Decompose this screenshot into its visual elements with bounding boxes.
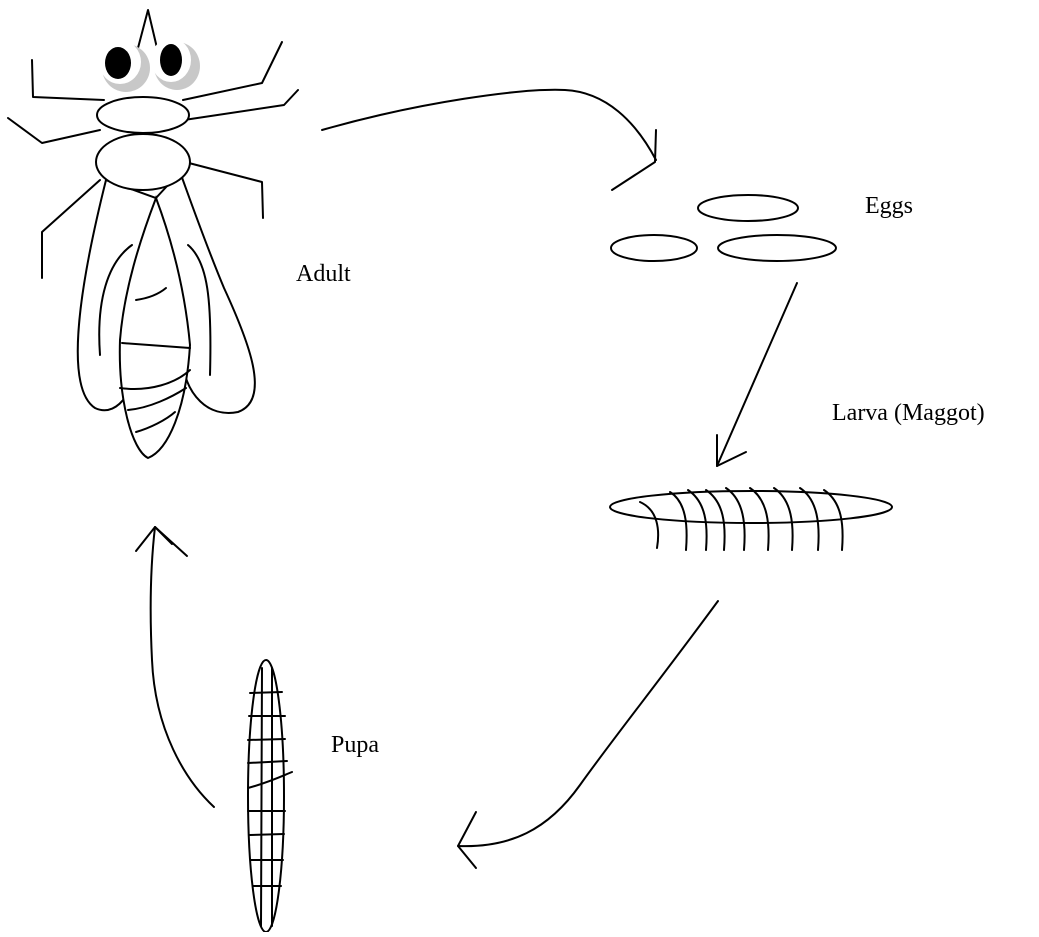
label-larva: Larva (Maggot) [832, 400, 985, 426]
fly-eyes [99, 38, 200, 92]
fly-leg [184, 90, 298, 120]
label-pupa: Pupa [331, 732, 379, 758]
pupa-segment [250, 692, 282, 693]
eggs [611, 195, 836, 261]
fly-leg [32, 60, 104, 100]
pupa [248, 660, 292, 932]
fly-leg [185, 162, 263, 218]
larva-body [610, 491, 892, 523]
label-adult: Adult [296, 261, 351, 287]
fly-pupil [105, 47, 131, 79]
arrow-head-icon [155, 527, 172, 544]
pupa-vertical-line [261, 668, 262, 926]
adult-fly [8, 10, 298, 458]
egg [611, 235, 697, 261]
fly-thorax [96, 134, 190, 190]
arrow-shaft [458, 601, 718, 846]
arrow-shaft [151, 527, 214, 807]
pupa-body [248, 660, 284, 932]
larva [610, 488, 892, 550]
pupa-segment [250, 834, 284, 835]
fly-pupil [160, 44, 182, 76]
arrow-adult-to-eggs [322, 90, 656, 190]
arrow-head-icon [458, 812, 476, 868]
arrow-head-icon [136, 527, 187, 556]
egg [718, 235, 836, 261]
arrow-larva-to-pupa [458, 601, 718, 868]
arrow-shaft [322, 90, 656, 160]
fly-leg [8, 118, 100, 143]
arrow-eggs-to-larva [717, 283, 797, 466]
pupa-segment [248, 739, 285, 740]
arrow-pupa-to-adult [136, 527, 214, 807]
label-eggs: Eggs [865, 193, 913, 219]
fly-antenna [138, 10, 157, 48]
egg [698, 195, 798, 221]
arrow-shaft [717, 283, 797, 466]
fly-neck [97, 97, 189, 133]
arrow-head-icon [717, 435, 746, 466]
arrow-head-icon [612, 130, 656, 190]
